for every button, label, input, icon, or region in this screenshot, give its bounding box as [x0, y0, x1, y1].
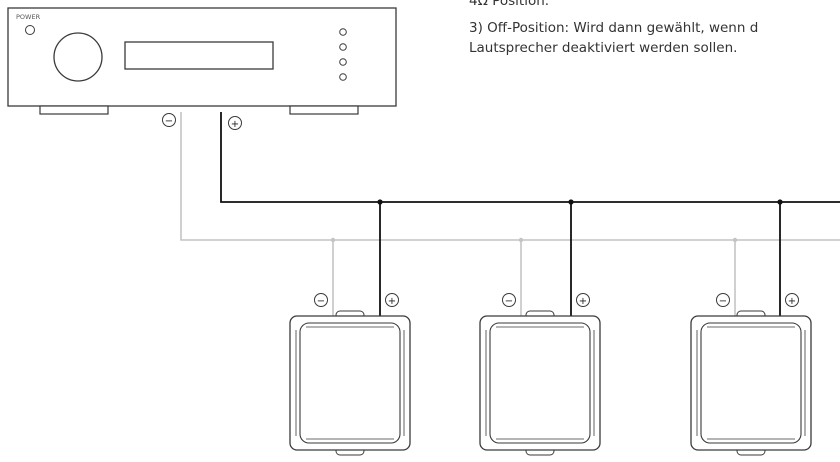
speaker-3-terminal-minus: −: [716, 293, 730, 307]
text-line-top: 4Ω Position.: [469, 0, 550, 9]
speaker-3-terminal-minus-label: −: [719, 296, 727, 307]
amplifier-body: [7, 7, 397, 107]
speaker-3: −+: [690, 199, 812, 456]
speaker-1-negative-junction: [330, 237, 336, 243]
amplifier-foot-right: [289, 105, 359, 115]
control-button-icon: [339, 28, 347, 36]
text-line-off-2: Lautsprecher deaktiviert werden sollen.: [469, 40, 738, 56]
amp-terminal-minus-label: −: [165, 116, 173, 127]
speaker-1-terminal-minus: −: [314, 293, 328, 307]
speaker-1-cabinet: [289, 310, 411, 456]
speaker-1-terminal-plus-ring: [385, 293, 399, 307]
text-line-off-1: 3) Off-Position: Wird dann gewählt, wenn…: [469, 20, 759, 36]
speaker-1-terminal-minus-label: −: [317, 296, 325, 307]
speaker-2-front-grille: [489, 322, 591, 444]
amplifier-foot-left: [39, 105, 109, 115]
speaker-1-terminal-minus-ring: [314, 293, 328, 307]
speaker-2-negative-junction: [518, 237, 524, 243]
speaker-3-terminal-plus: +: [785, 293, 799, 307]
speaker-1-positive-junction: [377, 199, 383, 205]
display-window: [124, 41, 274, 70]
speaker-2-terminal-plus: +: [576, 293, 590, 307]
speaker-2-outer-shell: [479, 315, 601, 451]
speaker-3-negative-junction: [732, 237, 738, 243]
speaker-3-terminal-minus-ring: [716, 293, 730, 307]
speaker-3-terminal-plus-ring: [785, 293, 799, 307]
speaker-2-terminal-minus: −: [502, 293, 516, 307]
speaker-3-terminal-plus-label: +: [788, 296, 796, 307]
negative-wire-trunk: [180, 112, 840, 241]
volume-knob-icon: [53, 32, 103, 82]
power-led-icon: [25, 25, 35, 35]
speaker-2-terminal-plus-ring: [576, 293, 590, 307]
speaker-2-terminal-plus-label: +: [579, 296, 587, 307]
speaker-2: −+: [479, 199, 601, 456]
speaker-1-outer-shell: [289, 315, 411, 451]
speaker-2-cabinet: [479, 310, 601, 456]
amp-terminal-minus: −: [162, 113, 176, 127]
power-label: POWER: [16, 13, 41, 21]
speaker-2-terminal-minus-ring: [502, 293, 516, 307]
amp-terminal-plus-label: +: [231, 119, 239, 130]
amp-terminal-plus: +: [228, 116, 242, 130]
speaker-3-outer-shell: [690, 315, 812, 451]
control-button-icon: [339, 73, 347, 81]
speaker-3-positive-junction: [777, 199, 783, 205]
speaker-2-terminal-minus-label: −: [505, 296, 513, 307]
amplifier: POWER: [7, 7, 397, 115]
control-button-icon: [339, 43, 347, 51]
speaker-1-front-grille: [299, 322, 401, 444]
speaker-1-terminal-plus-label: +: [388, 296, 396, 307]
speaker-1: −+: [289, 199, 411, 456]
speaker-2-positive-junction: [568, 199, 574, 205]
positive-wire-trunk: [220, 112, 840, 203]
speakers-group: −+−+−+: [289, 199, 812, 456]
speaker-1-terminal-plus: +: [385, 293, 399, 307]
speaker-3-front-grille: [700, 322, 802, 444]
control-button-icon: [339, 58, 347, 66]
speaker-3-cabinet: [690, 310, 812, 456]
